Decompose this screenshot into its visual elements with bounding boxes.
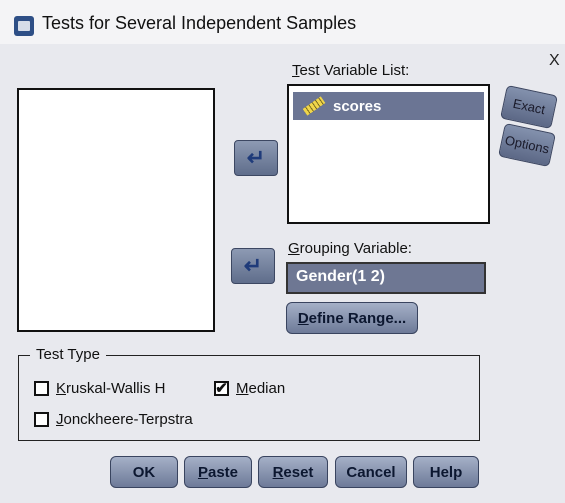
source-variable-list[interactable] [17,88,215,332]
move-to-grouping-button[interactable]: ↵ [231,248,275,284]
close-icon[interactable]: X [549,52,560,69]
grouping-variable-label: Grouping Variable: [288,240,412,257]
arrow-right-icon: ↵ [246,145,266,170]
kruskal-wallis-option[interactable]: Kruskal-Wallis H [34,380,165,397]
jonckheere-terpstra-option[interactable]: Jonckheere-Terpstra [34,411,193,428]
exact-button[interactable]: Exact [500,84,558,130]
test-variable-list[interactable]: scores [287,84,490,224]
median-checkbox[interactable]: ✔ [214,381,229,396]
title-bar: Tests for Several Independent Samples [0,0,565,44]
test-variable-list-label: Test Variable List: [292,62,410,79]
list-item[interactable]: scores [293,92,484,120]
kruskal-wallis-checkbox[interactable] [34,381,49,396]
help-button[interactable]: Help [413,456,479,488]
test-type-legend: Test Type [30,346,106,363]
ok-button[interactable]: OK [110,456,178,488]
arrow-right-icon: ↵ [243,253,263,278]
jonckheere-terpstra-checkbox[interactable] [34,412,49,427]
options-button[interactable]: Options [498,122,556,168]
grouping-variable-field[interactable]: Gender(1 2) [286,262,486,294]
check-icon: ✔ [215,380,228,397]
move-to-test-list-button[interactable]: ↵ [234,140,278,176]
test-type-group [18,355,480,441]
app-icon [14,16,34,36]
window-title: Tests for Several Independent Samples [42,13,357,33]
median-option[interactable]: ✔ Median [214,380,286,397]
scale-variable-icon [302,96,326,116]
cancel-button[interactable]: Cancel [335,456,407,488]
list-item-label: scores [333,97,382,115]
